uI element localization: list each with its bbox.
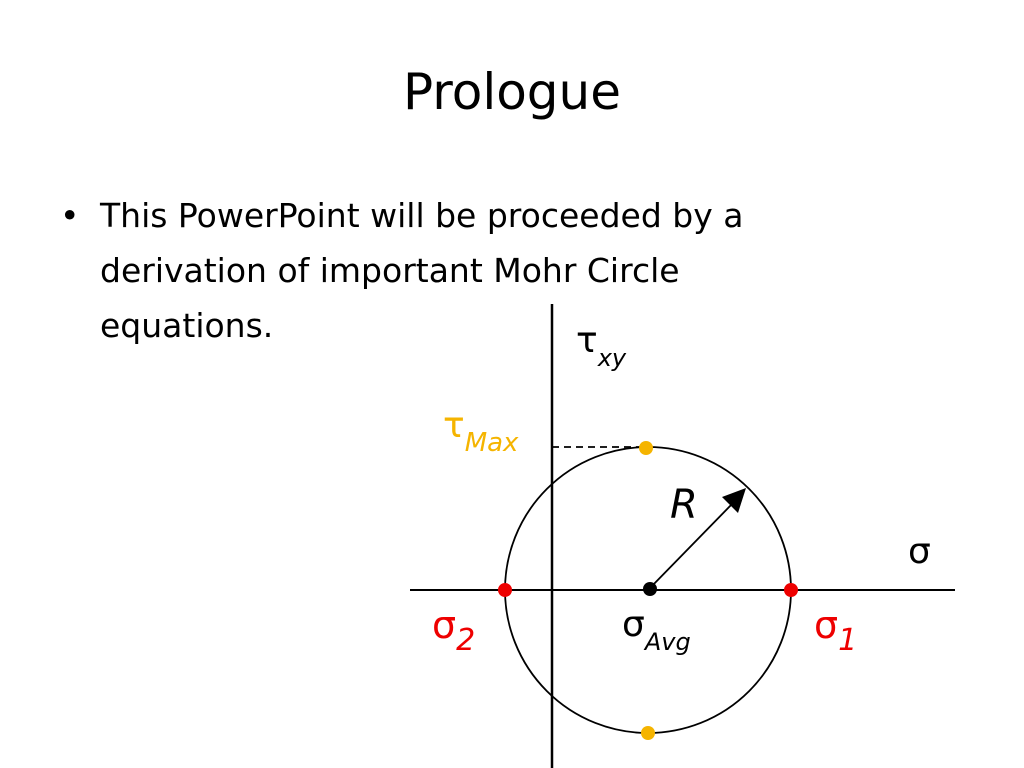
sigma-axis-label: σ [908, 531, 931, 572]
slide-title: Prologue [403, 63, 621, 121]
tau-xy-subscript: xy [597, 344, 627, 372]
sigma2-subscript: 2 [456, 623, 475, 658]
tau-max-point-bottom [641, 726, 655, 740]
sigma-avg-point [643, 582, 657, 596]
sigma2-symbol: σ [432, 603, 456, 647]
sigma2-label: σ2 [432, 603, 475, 658]
sigma1-label: σ1 [814, 603, 857, 658]
sigma1-subscript: 1 [838, 623, 857, 658]
sigma2-point [498, 583, 512, 597]
sigma1-symbol: σ [814, 603, 838, 647]
bullet-item: • This PowerPoint will be proceeded by a… [60, 188, 860, 353]
radius-label: R [670, 482, 698, 528]
radius-line [649, 502, 734, 589]
sigma-avg-symbol: σ [622, 604, 645, 645]
tau-xy-label: τxy [576, 320, 627, 372]
tau-max-symbol: τ [443, 405, 465, 446]
sigma-avg-label: σAvg [622, 604, 691, 656]
bullet-dot: • [60, 196, 80, 235]
tau-max-point-top [639, 441, 653, 455]
sigma1-point [784, 583, 798, 597]
tau-xy-symbol: τ [576, 320, 598, 361]
radius-arrowhead [722, 488, 746, 513]
tau-max-label: τMax [443, 405, 519, 458]
sigma-avg-subscript: Avg [643, 628, 691, 656]
bullet-list: • This PowerPoint will be proceeded by a… [60, 188, 860, 353]
tau-max-subscript: Max [465, 428, 519, 458]
bullet-text: This PowerPoint will be proceeded by a d… [100, 196, 744, 345]
